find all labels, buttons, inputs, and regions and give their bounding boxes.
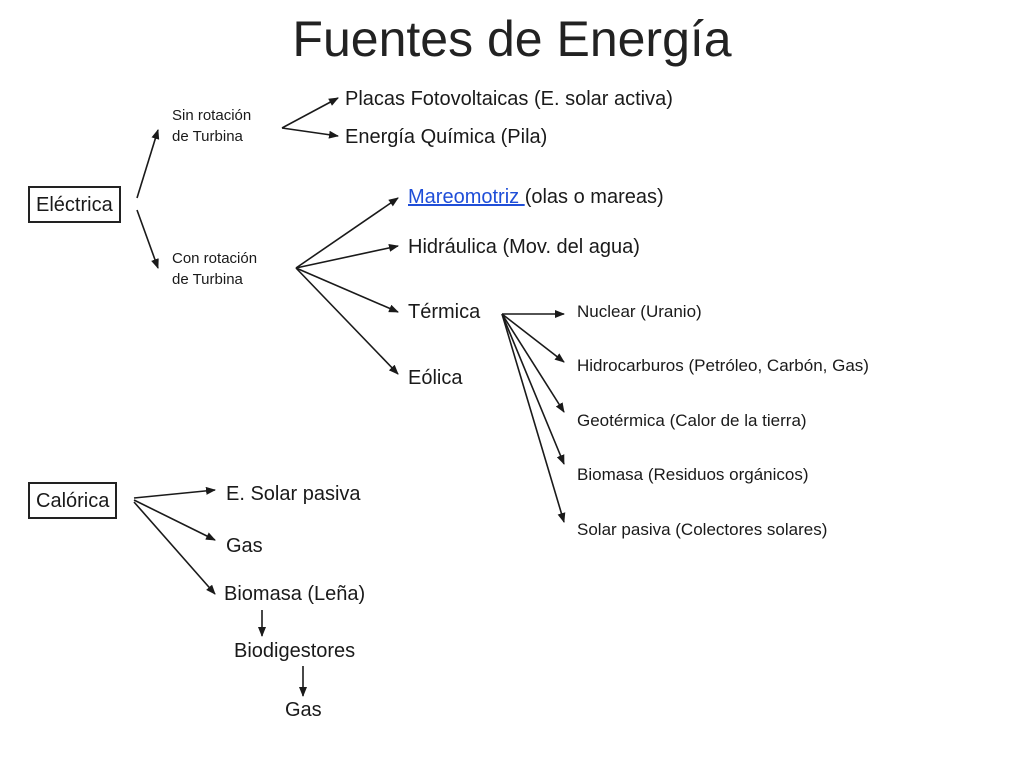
node-geotermica: Geotérmica (Calor de la tierra)	[577, 411, 807, 430]
node-con-rotacion: Con rotación de Turbina	[172, 248, 257, 290]
arrow-to-quimica	[281, 127, 339, 139]
con-rotacion-line2: de Turbina	[172, 271, 243, 288]
node-solar-pasiva: E. Solar pasiva	[226, 483, 361, 505]
node-hidraulica: Hidráulica (Mov. del agua)	[408, 236, 640, 258]
sin-rotacion-line1: Sin rotación	[172, 107, 252, 124]
node-electrica: Eléctrica	[28, 186, 121, 223]
mareomotriz-description: (olas o mareas)	[524, 186, 664, 208]
arrow-to-hidrocarburos	[501, 313, 565, 363]
node-biomasa-residuos: Biomasa (Residuos orgánicos)	[577, 465, 809, 484]
node-nuclear: Nuclear (Uranio)	[577, 302, 702, 321]
arrow-to-termica	[295, 267, 399, 313]
page-title: Fuentes de Energía	[292, 11, 732, 67]
node-termica: Térmica	[408, 301, 481, 323]
arrow-to-solar-pasiva	[133, 486, 216, 499]
node-placas-fotovoltaicas: Placas Fotovoltaicas (E. solar activa)	[345, 88, 673, 110]
node-gas: Gas	[226, 535, 263, 557]
sin-rotacion-line2: de Turbina	[172, 128, 243, 145]
node-mareomotriz: Mareomotriz (olas o mareas)	[408, 187, 664, 207]
arrow-to-geotermica	[501, 313, 565, 413]
node-eolica: Eólica	[408, 367, 463, 389]
arrow-to-eolica	[295, 267, 399, 375]
arrow-to-gas	[133, 499, 216, 541]
node-hidrocarburos: Hidrocarburos (Petróleo, Carbón, Gas)	[577, 356, 869, 375]
con-rotacion-line1: Con rotación	[172, 250, 258, 267]
arrow-to-biomasa-lena	[133, 501, 216, 595]
arrow-to-biomasa-residuos	[501, 313, 565, 465]
node-calorica: Calórica	[28, 482, 118, 519]
node-gas-final: Gas	[285, 699, 322, 721]
node-biodigestores: Biodigestores	[234, 640, 356, 662]
arrow-to-solar-colectores	[501, 313, 566, 523]
arrow-electrica-sin-rotacion	[136, 129, 160, 199]
arrow-to-mareomotriz	[295, 197, 399, 269]
arrow-to-placas	[281, 97, 339, 129]
arrow-electrica-con-rotacion	[136, 209, 159, 269]
node-biomasa-lena: Biomasa (Leña)	[224, 583, 366, 605]
node-sin-rotacion: Sin rotación de Turbina	[172, 105, 251, 147]
node-solar-colectores: Solar pasiva (Colectores solares)	[577, 520, 828, 539]
node-energia-quimica: Energía Química (Pila)	[345, 126, 548, 148]
arrow-to-hidraulica	[295, 243, 399, 269]
mareomotriz-link[interactable]: Mareomotriz	[408, 186, 525, 208]
